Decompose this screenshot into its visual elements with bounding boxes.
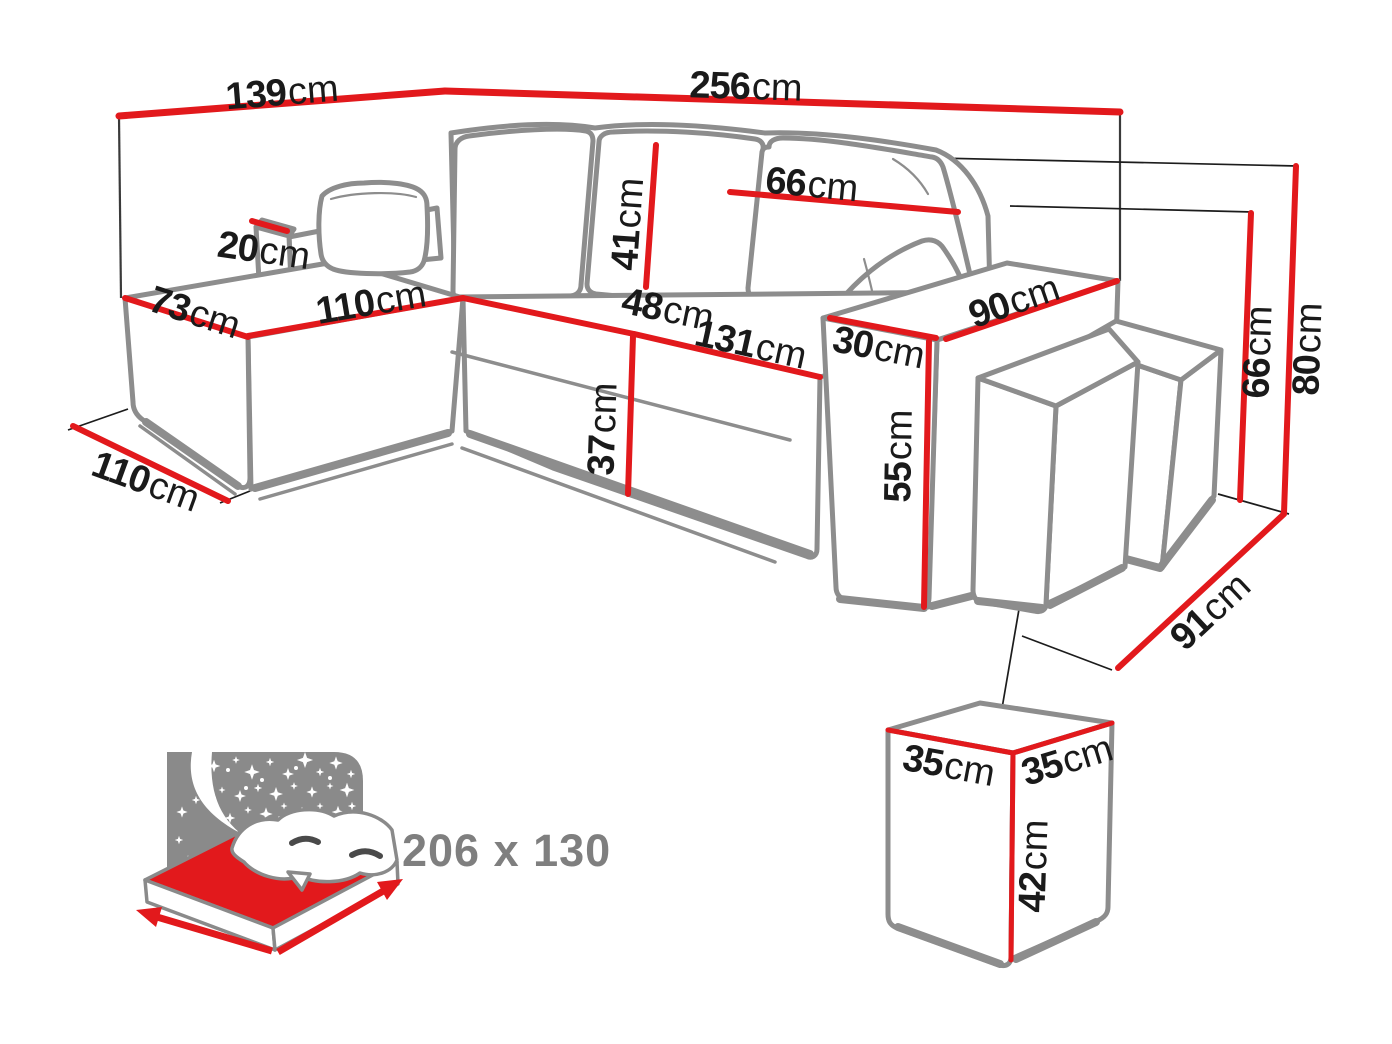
dim-line-30	[827, 315, 939, 341]
dim-label-80: 80cm	[1285, 302, 1330, 396]
sleeping-function-icon: 206 x 130	[136, 751, 611, 956]
dim-line-256	[441, 87, 1124, 116]
svg-text:48cm: 48cm	[618, 280, 717, 340]
svg-text:66cm: 66cm	[1235, 305, 1280, 399]
svg-text:42cm: 42cm	[1011, 819, 1056, 913]
bed-size-arrowheads	[136, 879, 403, 927]
dim-label-139: 139cm	[224, 68, 340, 119]
svg-text:110cm: 110cm	[313, 273, 429, 333]
dim-label-30: 30cm	[829, 319, 928, 378]
duvet	[230, 807, 399, 884]
dim-line-55	[921, 338, 932, 610]
svg-text:80cm: 80cm	[1285, 302, 1330, 396]
dim-line-139	[115, 87, 449, 120]
svg-text:66cm: 66cm	[764, 160, 861, 211]
dim-label-42: 42cm	[1011, 819, 1056, 913]
extension-lines	[67, 157, 1298, 721]
moon-swoosh	[190, 752, 352, 867]
dim-label-66-pillow: 66cm	[764, 160, 861, 211]
dimension-labels: 139cm 256cm 20cm 73cm 110cm 41cm 66cm 48…	[86, 64, 1330, 913]
dim-label-20: 20cm	[215, 224, 313, 279]
arrowhead-right-icon	[377, 879, 403, 900]
dim-label-35-left: 35cm	[899, 737, 998, 795]
dim-label-256: 256cm	[689, 64, 803, 110]
dim-line-20	[249, 218, 290, 234]
wall-edges	[117, 112, 1122, 299]
dim-line-80	[1281, 163, 1299, 516]
dim-line-110-depth	[70, 423, 231, 504]
pouf-detail-drawing	[885, 700, 1115, 969]
dim-line-131	[631, 331, 823, 380]
bed-size-arrows	[156, 886, 387, 956]
dim-line-42	[1008, 750, 1016, 963]
svg-text:41cm: 41cm	[604, 176, 652, 272]
dim-line-41	[643, 142, 659, 290]
dim-label-41: 41cm	[604, 176, 652, 272]
svg-text:139cm: 139cm	[224, 68, 340, 119]
dim-label-110-seat: 110cm	[313, 273, 429, 333]
sheet-corner	[286, 870, 312, 892]
dim-line-35-left	[885, 727, 1016, 756]
dim-line-66-pillow	[727, 189, 961, 215]
svg-text:20cm: 20cm	[215, 224, 313, 279]
throw-pillow-left	[316, 179, 431, 277]
dim-line-110-seat	[245, 295, 466, 339]
svg-text:35cm: 35cm	[899, 737, 998, 795]
dim-line-90	[943, 278, 1120, 342]
dim-line-35-right	[1010, 720, 1115, 756]
arrowhead-left-icon	[136, 907, 162, 927]
dim-line-73	[122, 295, 251, 340]
dim-label-55: 55cm	[877, 409, 921, 503]
left-wall-edge	[117, 115, 123, 299]
dim-line-66-height	[1237, 210, 1254, 503]
svg-text:37cm: 37cm	[580, 382, 625, 476]
dimension-lines	[70, 87, 1299, 963]
dim-line-37	[625, 333, 636, 497]
svg-text:55cm: 55cm	[877, 409, 921, 503]
svg-text:256cm: 256cm	[689, 64, 803, 110]
pouf-near-front	[970, 326, 1141, 615]
dim-label-37: 37cm	[580, 382, 625, 476]
dim-label-48: 48cm	[618, 280, 717, 340]
dim-line-91	[1115, 511, 1287, 671]
svg-text:30cm: 30cm	[829, 319, 928, 378]
back-pillow-1	[450, 126, 596, 303]
dim-label-66-height: 66cm	[1235, 305, 1280, 399]
sleeping-area-size: 206 x 130	[402, 825, 611, 876]
corner-sofa-drawing	[122, 121, 1224, 969]
dim-line-48	[460, 295, 637, 337]
